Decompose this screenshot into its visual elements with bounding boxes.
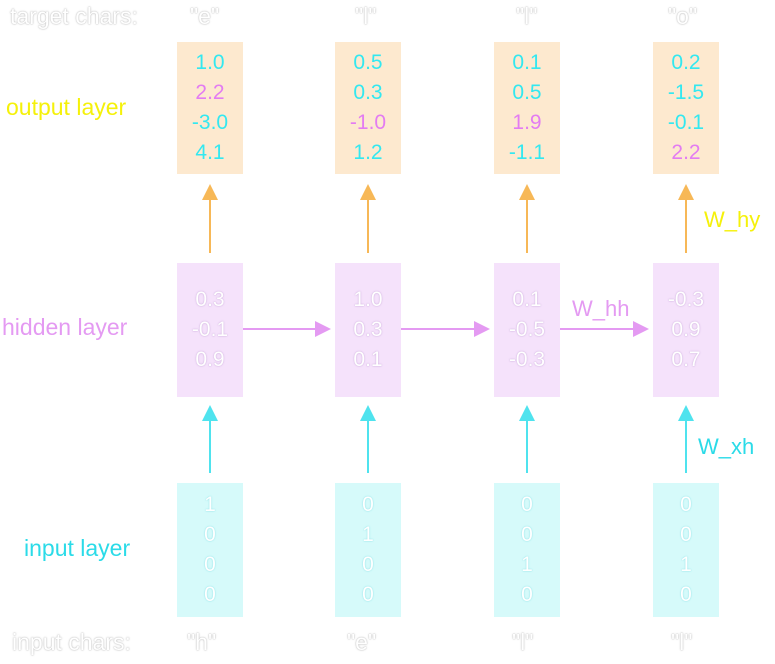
output-value: -1.5 <box>667 81 705 104</box>
output-value: -1.0 <box>349 111 387 134</box>
input-value: 0 <box>362 583 374 606</box>
output-vector: 0.2 -1.5 -0.1 2.2 <box>653 42 719 174</box>
output-value: 0.2 <box>671 51 701 74</box>
hidden-value: 0.3 <box>195 288 225 311</box>
hidden-layer-label: hidden layer <box>2 314 128 340</box>
input-value: 0 <box>521 523 533 546</box>
target-char: "e" <box>190 3 220 29</box>
input-char: "l" <box>512 629 534 655</box>
input-value: 0 <box>680 493 692 516</box>
output-layer-label: output layer <box>6 94 127 120</box>
input-value: 0 <box>362 553 374 576</box>
input-value: 1 <box>680 553 692 576</box>
output-value: -3.0 <box>191 111 229 134</box>
input-vector: 0 0 1 0 <box>494 483 560 617</box>
output-vector: 0.1 0.5 1.9 -1.1 <box>494 42 560 174</box>
output-value: 1.0 <box>195 51 225 74</box>
input-value: 1 <box>362 523 374 546</box>
hidden-value: -0.3 <box>508 348 546 371</box>
output-value: -1.1 <box>508 141 546 164</box>
hidden-value: 0.3 <box>353 318 383 341</box>
output-value: -0.1 <box>667 111 705 134</box>
input-value: 0 <box>521 493 533 516</box>
input-value: 0 <box>521 583 533 606</box>
hidden-value: -0.5 <box>508 318 546 341</box>
input-value: 0 <box>204 583 216 606</box>
w-xh-label: W_xh <box>698 434 755 459</box>
hidden-value: 0.9 <box>195 348 225 371</box>
hidden-vector: 1.0 0.3 0.1 <box>335 263 401 397</box>
input-value: 0 <box>680 583 692 606</box>
hidden-value: 0.1 <box>353 348 383 371</box>
output-value: 2.2 <box>195 81 225 104</box>
hidden-vector: 0.3 -0.1 0.9 <box>177 263 243 397</box>
w-hy-label: W_hy <box>704 207 761 232</box>
input-vector: 1 0 0 0 <box>177 483 243 617</box>
hidden-value: 0.9 <box>671 318 701 341</box>
output-value: 1.2 <box>353 141 383 164</box>
input-value: 0 <box>680 523 692 546</box>
output-value: 0.5 <box>512 81 542 104</box>
output-vector: 0.5 0.3 -1.0 1.2 <box>335 42 401 174</box>
output-vector: 1.0 2.2 -3.0 4.1 <box>177 42 243 174</box>
target-char: "l" <box>516 3 538 29</box>
input-value: 1 <box>521 553 533 576</box>
hidden-vector: 0.1 -0.5 -0.3 <box>494 263 560 397</box>
input-char: "h" <box>187 629 217 655</box>
input-value: 0 <box>362 493 374 516</box>
input-layer-label: input layer <box>24 535 131 561</box>
hidden-value: -0.1 <box>191 318 229 341</box>
w-hh-label: W_hh <box>572 296 630 321</box>
input-value: 1 <box>204 493 216 516</box>
hidden-value: 0.1 <box>512 288 542 311</box>
output-value: 0.1 <box>512 51 542 74</box>
output-value: 4.1 <box>195 141 225 164</box>
input-vector: 0 1 0 0 <box>335 483 401 617</box>
output-value: 2.2 <box>671 141 701 164</box>
input-value: 0 <box>204 553 216 576</box>
input-char: "l" <box>671 629 693 655</box>
hidden-value: 0.7 <box>671 348 701 371</box>
input-vector: 0 0 1 0 <box>653 483 719 617</box>
input-value: 0 <box>204 523 216 546</box>
hidden-value: 1.0 <box>353 288 383 311</box>
input-chars-label: input chars: <box>12 629 131 655</box>
hidden-value: -0.3 <box>667 288 705 311</box>
target-char: "l" <box>355 3 377 29</box>
target-char: "o" <box>668 3 698 29</box>
hidden-vector: -0.3 0.9 0.7 <box>653 263 719 397</box>
output-value: 0.3 <box>353 81 383 104</box>
output-value: 1.9 <box>512 111 542 134</box>
output-value: 0.5 <box>353 51 383 74</box>
input-char: "e" <box>347 629 377 655</box>
target-chars-label: target chars: <box>10 3 138 29</box>
